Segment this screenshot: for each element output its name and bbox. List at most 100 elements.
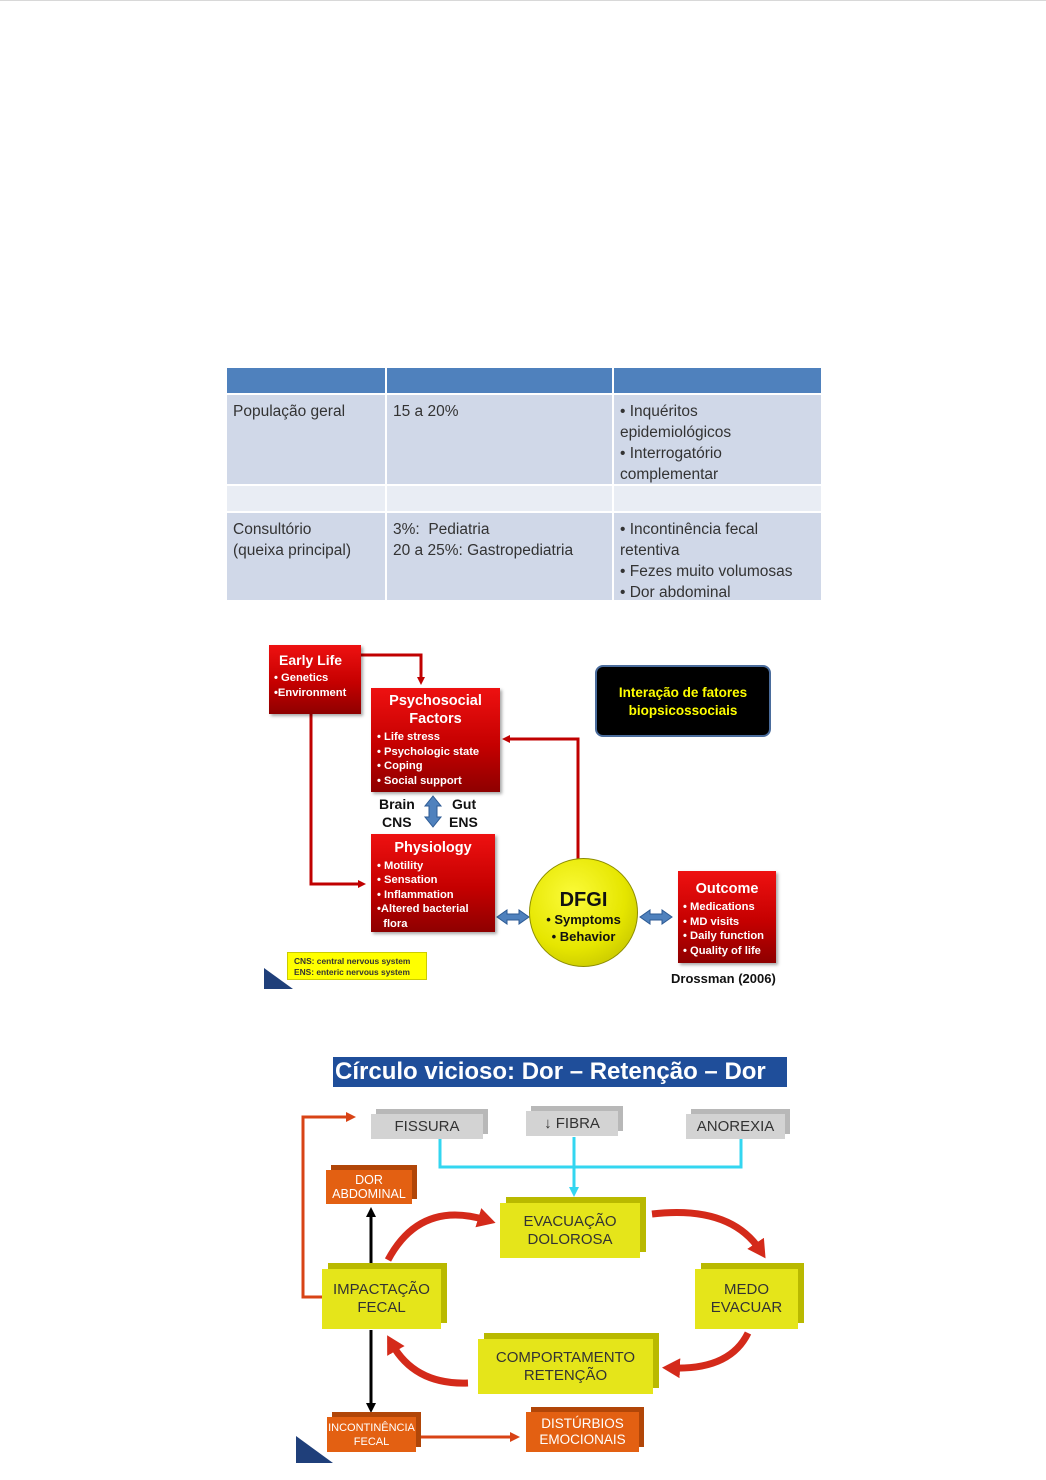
cell-line: retentiva: [620, 542, 680, 559]
callout-line: biopsicossociais: [628, 703, 738, 718]
cell-line: • Inquéritos: [620, 403, 698, 420]
box-line: EVACUAÇÃO: [523, 1212, 617, 1230]
outcome-box: Outcome • Medications • MD visits • Dail…: [678, 871, 776, 963]
cell-text: População geral: [233, 403, 346, 420]
dfgi-circle: DFGI • Symptoms • Behavior: [529, 858, 638, 967]
cell-line: (queixa principal): [233, 542, 352, 559]
table-cell: [387, 486, 614, 511]
arrow-earlylife-psychosocial: [361, 653, 425, 685]
cell-line: 20 a 25%: Gastropediatria: [393, 542, 574, 559]
cell-text: 15 a 20%: [393, 403, 459, 420]
double-arrow-dfgi-outcome: [639, 909, 673, 925]
psychosocial-factors-box: Psychosocial Factors • Life stress • Psy…: [371, 688, 500, 792]
outcome-title: Outcome: [695, 881, 759, 897]
box-line: FECAL: [357, 1299, 406, 1316]
cell-line: • Incontinência fecal: [620, 521, 759, 538]
table-row: Consultório (queixa principal) 3%: Pedia…: [227, 513, 821, 600]
arrow-earlylife-physiology: [309, 714, 366, 888]
physiology-item: •Altered bacterial: [377, 903, 469, 916]
physiology-item: • Sensation: [377, 874, 438, 887]
fissura-box: FISSURA: [371, 1114, 483, 1139]
table-row: [227, 486, 821, 511]
double-arrow-brain-gut: [423, 795, 443, 828]
box-line: COMPORTAMENTO: [495, 1348, 636, 1366]
early-life-box: Early Life • Genetics •Environment: [269, 645, 361, 714]
cell-line: epidemiológicos: [620, 424, 732, 441]
callout-box: Interação de fatores biopsicossociais: [595, 665, 771, 737]
early-life-item: •Environment: [274, 686, 347, 699]
cell-line: Consultório: [233, 521, 312, 538]
impactacao-fecal-box: IMPACTAÇÃO FECAL: [322, 1269, 441, 1329]
table-header-cell: [387, 368, 614, 393]
brain-label: Brain: [379, 796, 415, 812]
note-line: ENS: enteric nervous system: [294, 967, 410, 977]
disturbios-emocionais-box: DISTÚRBIOS EMOCIONAIS: [526, 1412, 639, 1452]
evacuacao-dolorosa-box: EVACUAÇÃO DOLOROSA: [500, 1203, 640, 1258]
psychosocial-item: • Social support: [377, 774, 462, 787]
note-line: CNS: central nervous system: [294, 956, 411, 966]
gut-label: Gut: [452, 796, 477, 812]
psychosocial-title: Psychosocial: [389, 693, 482, 709]
psychosocial-title: Factors: [409, 711, 462, 727]
early-life-item: • Genetics: [274, 672, 329, 684]
double-arrow-physiology-dfgi: [496, 909, 530, 925]
box-line: INCONTINÊNCIA: [328, 1421, 415, 1434]
physiology-item: • Inflammation: [377, 888, 454, 901]
cns-label: CNS: [382, 814, 412, 830]
abbreviation-note: CNS: central nervous system ENS: enteric…: [287, 952, 427, 980]
psychosocial-item: • Life stress: [377, 731, 440, 743]
box-line: IMPACTAÇÃO: [333, 1281, 430, 1298]
outcome-item: • MD visits: [683, 915, 740, 928]
table-header-row: [227, 368, 821, 393]
box-line: EMOCIONAIS: [539, 1432, 626, 1447]
prevalence-table: População geral 15 a 20% • Inquéritos ep…: [227, 368, 821, 600]
table-cell: Consultório (queixa principal): [227, 513, 387, 600]
arrow-dfgi-psychosocial: [502, 735, 580, 858]
box-line: ABDOMINAL: [332, 1187, 406, 1201]
dfgi-title: DFGI: [559, 889, 608, 911]
medo-evacuar-box: MEDO EVACUAR: [695, 1269, 798, 1329]
vicious-circle-title: Círculo vicioso: Dor – Retenção – Dor: [335, 1058, 766, 1085]
anorexia-box: ANOREXIA: [686, 1114, 785, 1139]
citation: Drossman (2006): [671, 971, 776, 986]
fibra-box: ↓ FIBRA: [526, 1111, 618, 1136]
dor-abdominal-box: DOR ABDOMINAL: [326, 1170, 412, 1204]
top-border-line: [0, 0, 1046, 1]
comportamento-retencao-box: COMPORTAMENTO RETENÇÃO: [478, 1339, 653, 1394]
box-line: RETENÇÃO: [523, 1366, 608, 1384]
outcome-item: • Quality of life: [683, 944, 761, 957]
table-cell: População geral: [227, 395, 387, 484]
early-life-title: Early Life: [279, 652, 343, 668]
box-line: DOR: [355, 1173, 383, 1187]
dfgi-item: • Behavior: [551, 929, 616, 944]
table-cell: • Inquéritos epidemiológicos • Interroga…: [614, 395, 821, 484]
table-header-cell: [614, 368, 821, 393]
table-cell: [227, 486, 387, 511]
ens-label: ENS: [449, 814, 478, 830]
physiology-item: flora: [377, 917, 408, 930]
table-cell: [614, 486, 821, 511]
cell-line: • Fezes muito volumosas: [620, 563, 793, 580]
cell-line: 3%: Pediatria: [393, 521, 490, 538]
table-cell: • Incontinência fecal retentiva • Fezes …: [614, 513, 821, 600]
outcome-item: • Medications: [683, 901, 755, 913]
physiology-box: Physiology • Motility • Sensation • Infl…: [371, 834, 495, 932]
vicious-circle-title-bar: Círculo vicioso: Dor – Retenção – Dor: [333, 1057, 787, 1087]
box-line: DISTÚRBIOS: [541, 1416, 624, 1431]
psychosocial-item: • Coping: [377, 760, 423, 773]
box-line: DOLOROSA: [527, 1230, 613, 1248]
table-cell: 15 a 20%: [387, 395, 614, 484]
box-line: FECAL: [353, 1435, 390, 1448]
cell-line: • Dor abdominal: [620, 584, 731, 600]
psychosocial-item: • Psychologic state: [377, 745, 480, 758]
cell-line: complementar: [620, 466, 719, 483]
callout-line: Interação de fatores: [618, 685, 748, 700]
box-line: MEDO: [724, 1281, 769, 1298]
cell-line: • Interrogatório: [620, 445, 722, 462]
incontinencia-fecal-box: INCONTINÊNCIA FECAL: [327, 1417, 416, 1452]
table-row: População geral 15 a 20% • Inquéritos ep…: [227, 395, 821, 484]
physiology-item: • Motility: [377, 860, 424, 872]
box-line: EVACUAR: [710, 1299, 783, 1316]
